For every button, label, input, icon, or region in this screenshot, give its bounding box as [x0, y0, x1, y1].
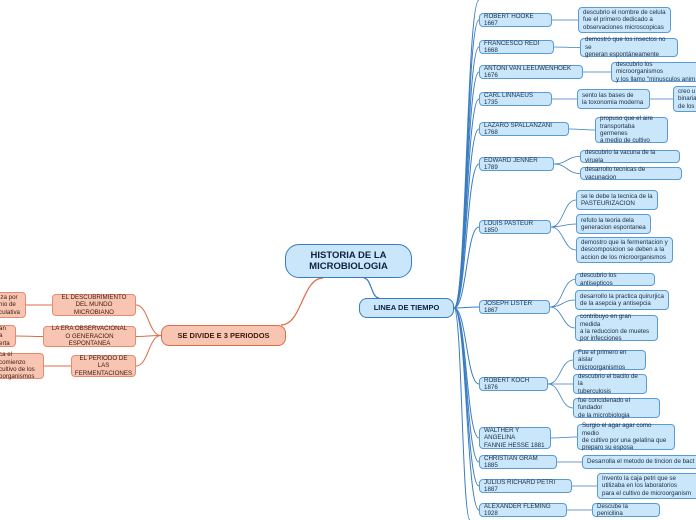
link-period-detail-2 — [15, 335, 44, 337]
link-timeline-fleming — [453, 307, 480, 511]
timeline-entry-redi[interactable]: FRANCESCO REDI 1668 — [479, 40, 554, 54]
note-lister-1[interactable]: descubrio los antisepticos — [575, 272, 655, 287]
link-timeline-linnaeus — [453, 98, 480, 309]
link-pasteur-note-2 — [550, 223, 577, 228]
period-3[interactable]: EL PERIODO DE LAS FERMENTACIONES — [71, 355, 136, 377]
link-jenner-note-1 — [553, 156, 581, 165]
link-periods-1 — [135, 304, 162, 336]
link-periods-3 — [135, 335, 162, 367]
timeline-entry-leeuwenhoek[interactable]: ANTONI VAN LEEUWENHOEK 1676 — [479, 65, 583, 79]
link-hesse-note-1 — [550, 436, 578, 439]
timeline-entry-gram[interactable]: CHRISTIAN GRAM 1885 — [479, 455, 557, 469]
note-pasteur-2[interactable]: refuto la teoria dela generacion esponta… — [576, 214, 651, 234]
link-jenner-note-2 — [553, 163, 581, 174]
link-timeline-pasteur — [453, 226, 480, 309]
note-redi-1[interactable]: demostró que los insectos no se generan … — [580, 36, 678, 58]
link-pasteur-note-3 — [550, 226, 577, 251]
period-3-detail[interactable]: ca el comienzo cultivo de los oorganismo… — [0, 351, 44, 380]
timeline-entry-hooke[interactable]: ROBERT HOOKE 1667 — [479, 13, 552, 27]
timeline-entry-hesse[interactable]: WALTHER Y ANGELINA FANNIE HESSE 1881 — [479, 427, 551, 449]
timeline-entry-koch[interactable]: ROBERT KOCH 1876 — [479, 377, 548, 391]
note-gram-1[interactable]: Desarrolla el metodo de tincion de bact — [582, 455, 696, 469]
timeline-entry-petri[interactable]: JULIUS RICHARD PETRI 1887 — [479, 479, 572, 493]
timeline-entry-spallanzani[interactable]: LAZARO SPALLANZANI 1768 — [479, 122, 569, 136]
timeline-entry-pasteur[interactable]: LOUIS PASTEUR 1850 — [479, 220, 551, 234]
period-2[interactable]: LA ERA OBSERVACIONAL O GENERACION ESPONT… — [43, 325, 136, 347]
note-pasteur-1[interactable]: se le debe la tecnica de la PASTEURIZACI… — [576, 190, 658, 210]
note-petri-1[interactable]: Invento la caja petri que se utilizaba e… — [597, 473, 696, 499]
link-timeline-koch — [453, 307, 480, 385]
note-koch-3[interactable]: fue concidenado el fundador de la microb… — [573, 397, 660, 419]
timeline-entry-lister[interactable]: JOSEPH LISTER 1867 — [479, 300, 550, 314]
note-pasteur-3[interactable]: demostro que la fermentacion y descompos… — [576, 237, 673, 263]
link-timeline-top — [453, 0, 480, 309]
note-spallanzani-1[interactable]: propuso que el aire transportaba germene… — [595, 115, 668, 144]
note-linnaeus-1[interactable]: sento las bases de la toxonomia moderna — [577, 89, 650, 109]
note-jenner-2[interactable]: desarrollo tecnicas de vacunacion — [580, 166, 682, 181]
root-topic[interactable]: HISTORIA DE LA MICROBIOLOGIA — [285, 244, 412, 278]
note-linnaeus-2[interactable]: creo u binaria de los — [673, 86, 696, 112]
link-periods-2 — [135, 335, 162, 337]
link-timeline-bottom — [453, 307, 471, 520]
note-hesse-1[interactable]: Surgio el agar agar como medio de cultiv… — [577, 422, 675, 451]
period-1[interactable]: EL DESCUBRIMIENTO DEL MUNDO MICROBIANO — [52, 294, 136, 316]
link-root-timeline — [363, 277, 380, 299]
timeline-entry-fleming[interactable]: ALEXANDER FLEMING 1928 — [479, 503, 567, 517]
note-leeuwenhoek-1[interactable]: descubrio los microorganismos y los llam… — [611, 61, 696, 83]
note-lister-3[interactable]: contribuyo en gran medida a la reduccion… — [575, 313, 658, 342]
link-root-periods — [280, 277, 324, 326]
note-fleming-1[interactable]: Descube la penicilina — [592, 503, 660, 517]
period-1-detail[interactable]: iza por nio de culativa — [0, 292, 26, 318]
periods-branch[interactable]: SE DIVIDE E 3 PERIODOS — [161, 325, 286, 346]
link-lister-note-2 — [549, 299, 576, 308]
link-timeline-spallanzani — [453, 128, 480, 309]
timeline-entry-jenner[interactable]: EDWARD JENNER 1789 — [479, 157, 554, 171]
timeline-branch[interactable]: LINEA DE TIEMPO — [359, 298, 454, 318]
link-pasteur-note-1 — [550, 199, 577, 228]
note-koch-1[interactable]: Fue el primero en aislar microorganismos — [573, 349, 646, 371]
note-jenner-1[interactable]: descubrio la vacuna de la viruela — [580, 149, 680, 164]
link-lister-note-1 — [549, 279, 576, 308]
link-timeline-jenner — [453, 163, 480, 309]
note-lister-2[interactable]: desarrollo la practica quirurjica de la … — [575, 290, 669, 310]
link-redi-note-1 — [553, 46, 581, 48]
timeline-entry-linnaeus[interactable]: CARL LINNAEUS 1735 — [479, 92, 552, 106]
link-timeline-lister — [453, 306, 480, 309]
link-lister-note-3 — [549, 306, 576, 329]
note-hooke-1[interactable]: descubrio el nombre de celula fue el pri… — [578, 7, 671, 33]
period-2-detail[interactable]: an a erta — [0, 325, 16, 347]
link-koch-note-3 — [547, 383, 574, 409]
link-koch-note-1 — [547, 359, 574, 385]
note-koch-2[interactable]: descubrio el bacilo de la tuberculosis — [573, 373, 647, 395]
link-spallanzani-note-1 — [568, 128, 596, 131]
